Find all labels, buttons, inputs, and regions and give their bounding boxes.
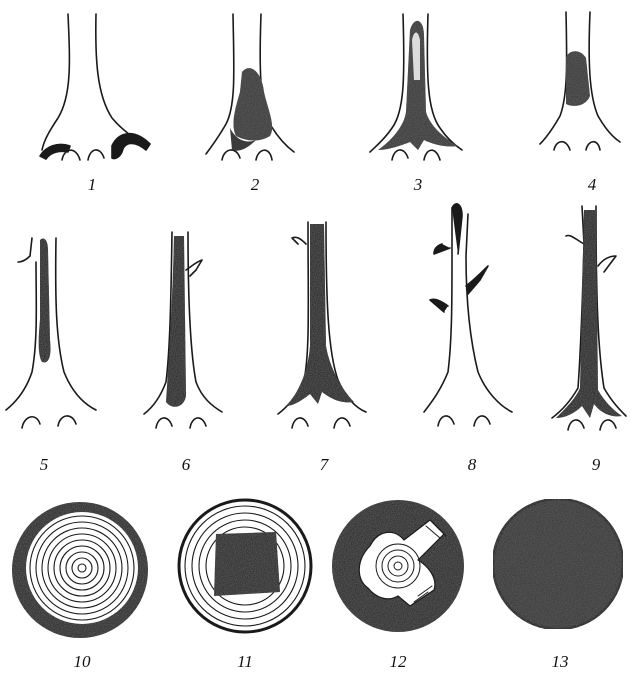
label-7: 7 [320,455,330,474]
tree-2-butt-rot [206,14,294,160]
label-1: 1 [88,175,97,194]
section-11-heart-rot [179,500,311,632]
section-12-mixed-rot [332,500,464,632]
label-3: 3 [413,175,423,194]
tree-5-stem-rot [6,238,96,428]
tree-9-full-rot [552,206,626,430]
label-12: 12 [390,652,408,671]
tree-7-stem-rot [278,222,366,428]
tree-4-pocket-rot [540,12,620,150]
label-10: 10 [74,652,92,671]
label-2: 2 [251,175,260,194]
tree-6-stem-rot [144,232,222,428]
tree-8-healthy [424,204,512,426]
section-13-total-rot [493,499,623,629]
label-4: 4 [588,175,597,194]
label-5: 5 [40,455,49,474]
label-13: 13 [552,652,569,671]
tree-3-heart-rot [370,14,462,160]
label-6: 6 [182,455,191,474]
label-9: 9 [592,455,601,474]
label-8: 8 [468,455,477,474]
tree-1-root-rot [40,14,150,160]
section-10-sapwood-rot [12,502,148,638]
label-11: 11 [237,652,253,671]
